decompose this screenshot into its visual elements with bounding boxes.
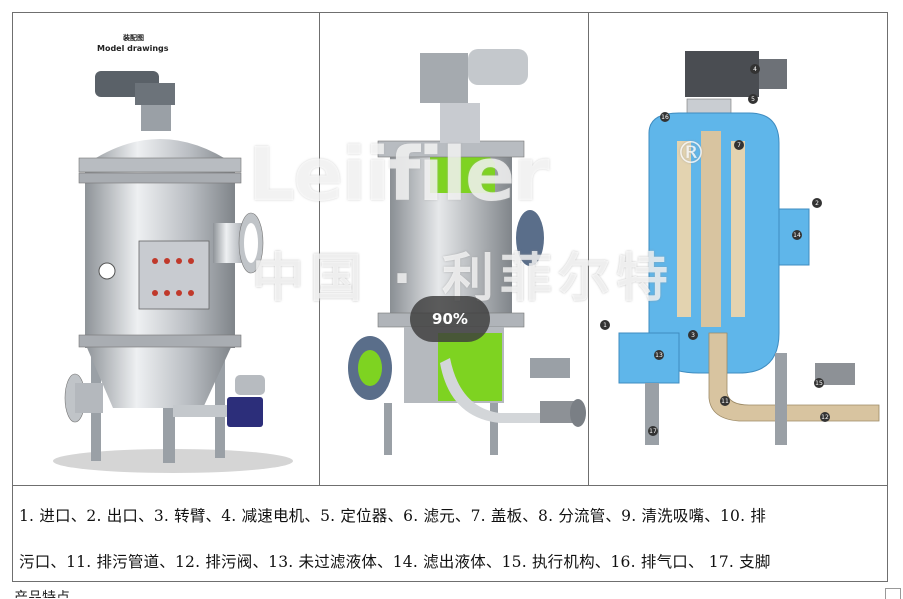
figure-frame: 装配图 Model drawings — [12, 12, 888, 486]
panel-cutaway — [320, 13, 589, 485]
section-heading-partial: 产品特点 — [14, 590, 70, 598]
callout-number: 4 — [753, 66, 757, 73]
next-table-edge — [885, 588, 901, 599]
filter-exterior-illustration — [53, 71, 293, 473]
callout-number: 13 — [655, 352, 663, 359]
callout-number: 14 — [793, 232, 801, 239]
callout-number: 3 — [691, 332, 695, 339]
callout-number: 16 — [661, 114, 669, 121]
callout-number: 1 — [603, 322, 607, 329]
parts-legend-line-2: 污口、11. 排污管道、12. 排污阀、13. 未过滤液体、14. 滤出液体、1… — [19, 553, 771, 571]
callout-number: 2 — [815, 200, 819, 207]
callout-number: 17 — [649, 428, 657, 435]
filter-cutaway-illustration — [348, 49, 586, 455]
watermark-registered-mark: ® — [676, 136, 706, 171]
parts-legend-line-1: 1. 进口、2. 出口、3. 转臂、4. 减速电机、5. 定位器、6. 滤元、7… — [19, 507, 767, 525]
watermark-logo: Leiifiler — [248, 132, 550, 218]
model-title-cn: 装配图 — [123, 34, 144, 42]
callout-number: 15 — [815, 380, 823, 387]
zoom-indicator: 90% — [410, 296, 490, 342]
callout-number: 7 — [737, 142, 741, 149]
panel-model-drawing: 装配图 Model drawings — [13, 13, 320, 485]
callout-number: 11 — [721, 398, 729, 405]
callout-number: 5 — [751, 96, 755, 103]
parts-legend: 1. 进口、2. 出口、3. 转臂、4. 减速电机、5. 定位器、6. 滤元、7… — [12, 486, 888, 582]
callout-number: 12 — [821, 414, 829, 421]
model-title-en: Model drawings — [97, 44, 169, 53]
